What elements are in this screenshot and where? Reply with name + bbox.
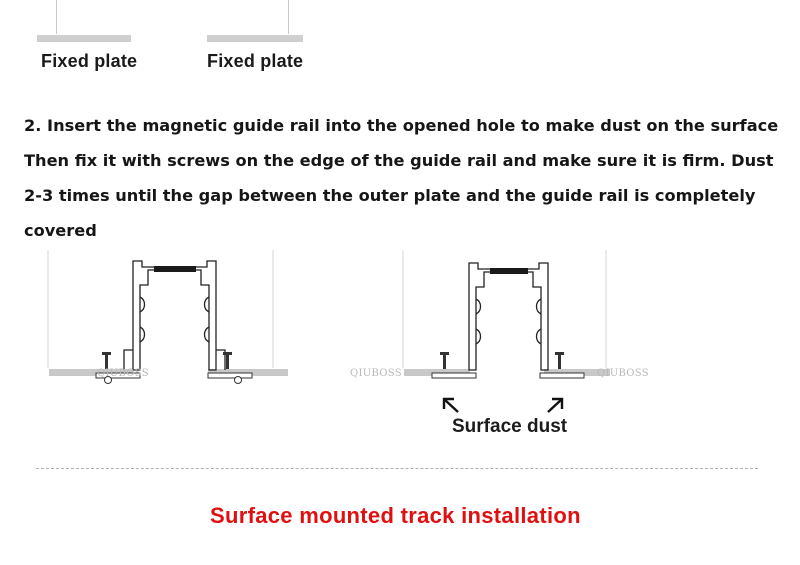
surface-dust-label: Surface dust	[452, 416, 568, 437]
top-right-plate-hanger	[288, 0, 289, 34]
right-rail-diagram	[402, 250, 610, 379]
instruction-paragraph: 2. Insert the magnetic guide rail into t…	[24, 108, 784, 248]
instruction-line: 2. Insert the magnetic guide rail into t…	[24, 116, 779, 135]
fixed-plate-label-right: Fixed plate	[207, 51, 304, 71]
arrow-left-icon	[442, 397, 459, 413]
arrow-right-icon	[547, 397, 564, 413]
instruction-line: Then fix it with screws on the edge of t…	[24, 151, 774, 170]
fixed-plate-label-left: Fixed plate	[41, 51, 138, 71]
dashed-divider	[36, 468, 758, 469]
instruction-line: covered	[24, 221, 97, 240]
section-title: Surface mounted track installation	[210, 503, 581, 528]
watermark: QIUBOSS	[97, 368, 149, 379]
instruction-line: 2-3 times until the gap between the oute…	[24, 186, 756, 205]
top-left-plate-hanger	[56, 0, 57, 34]
watermark: QIUBOSS	[597, 368, 649, 379]
watermark: QIUBOSS	[350, 368, 402, 379]
top-left-plate	[37, 35, 131, 42]
left-rail-diagram	[47, 250, 288, 384]
top-right-plate	[207, 35, 303, 42]
